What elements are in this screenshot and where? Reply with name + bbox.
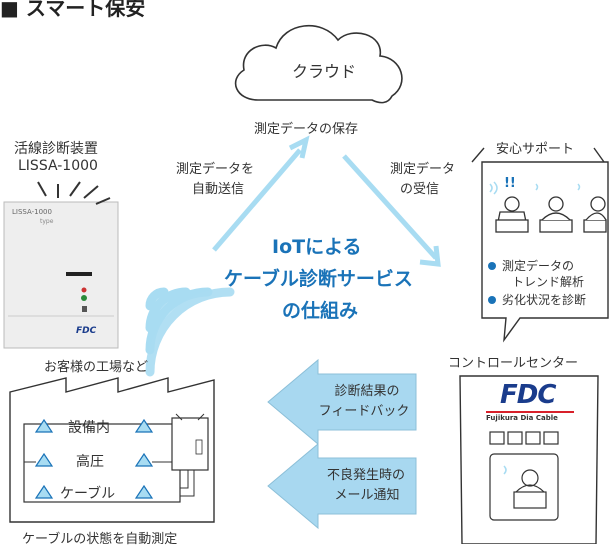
factory-caption: お客様の工場など: [44, 360, 149, 375]
mail-arrow: [267, 442, 417, 530]
arrow-feedback-line2: フィードバック: [318, 404, 410, 419]
download-line: [342, 154, 438, 260]
arrow-mail-line2: メール通知: [334, 488, 400, 503]
center-title-line1: IoTによる: [272, 236, 362, 258]
page-title: ■ スマート保安: [0, 0, 146, 20]
arrow-feedback-line1: 診断結果の: [334, 384, 400, 399]
center-title-line2: ケーブル診断サービス: [224, 268, 413, 290]
mini-device: [171, 417, 209, 471]
wireless-waves: [145, 287, 235, 377]
device-panel-logo: FDC: [76, 326, 97, 336]
control-brand: Fujikura Dia Cable: [486, 414, 558, 422]
support-bullet-1b: トレンド解析: [512, 275, 585, 289]
support-box: [481, 161, 609, 343]
flow-right-line1: 測定データ: [390, 162, 456, 177]
flow-left-line1: 測定データを: [176, 162, 255, 177]
alert-mark: !!: [504, 176, 516, 191]
factory-footer: ケーブルの状態を自動測定: [22, 532, 178, 547]
upload-line: [212, 148, 302, 252]
device-panel-type: type: [40, 218, 54, 225]
control-caption: コントロールセンター: [448, 356, 579, 371]
upload-arrowhead: [288, 135, 310, 159]
feedback-arrow: [267, 358, 417, 446]
device-panel-model: LISSA-1000: [12, 208, 52, 216]
arrow-mail-line1: 不良発生時の: [326, 468, 405, 483]
operator-figures: [495, 196, 607, 233]
flow-right-line2: の受信: [400, 182, 440, 197]
factory-outline: [9, 377, 215, 523]
flow-left-line2: 自動送信: [192, 182, 245, 197]
factory-item-1: 設備内: [68, 420, 110, 436]
center-title-line3: の仕組み: [282, 300, 359, 322]
cloud-label: クラウド: [292, 62, 357, 81]
device-label-2: LISSA-1000: [18, 158, 98, 174]
device-label-1: 活線診断装置: [14, 141, 98, 157]
support-bullet-2: 劣化状況を診断: [502, 293, 587, 307]
cloud-caption: 測定データの保存: [254, 122, 359, 137]
support-bullet-1: 測定データの: [502, 259, 575, 273]
cloud-shape: [234, 25, 403, 104]
factory-item-3: ケーブル: [60, 486, 116, 502]
control-logo: FDC: [500, 380, 556, 410]
factory-item-2: 高圧: [76, 454, 104, 470]
download-arrowhead: [419, 245, 441, 267]
support-header: 安心サポート: [496, 142, 575, 157]
control-logo-underline: [486, 411, 574, 413]
device-panel: [3, 201, 119, 349]
